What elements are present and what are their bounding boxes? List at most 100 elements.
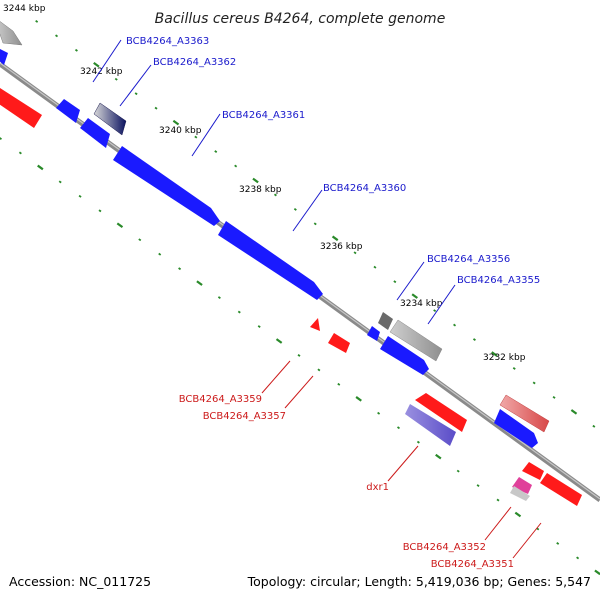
major-tick — [435, 453, 442, 460]
gene-arrow-A3356[interactable] — [389, 319, 443, 362]
gene-arrow[interactable] — [405, 404, 456, 446]
minor-tick — [154, 106, 158, 110]
major-tick — [172, 119, 180, 126]
minor-tick — [353, 251, 357, 255]
gene-arrow-A3362[interactable] — [93, 102, 127, 136]
gene-arrow[interactable] — [494, 409, 538, 448]
gene-labels: BCB4264_A3363 BCB4264_A3362 BCB4264_A336… — [126, 36, 540, 570]
minor-tick — [134, 92, 138, 96]
minor-tick — [234, 164, 238, 168]
minor-tick — [178, 267, 182, 271]
minor-tick — [592, 424, 596, 428]
gene-arrow[interactable] — [367, 326, 380, 341]
gene-arrow-A3361[interactable] — [113, 146, 220, 226]
major-tick — [411, 293, 418, 299]
minor-tick — [313, 222, 317, 226]
minor-tick — [217, 296, 221, 300]
minor-tick — [257, 325, 261, 328]
label-leader-lines — [92, 39, 542, 559]
minor-tick — [194, 135, 198, 139]
upper-tick-track — [35, 19, 596, 428]
minor-tick — [496, 498, 500, 502]
minor-tick — [237, 310, 241, 314]
major-tick — [570, 409, 578, 415]
gene-arrow[interactable] — [80, 118, 110, 148]
minor-tick — [373, 265, 377, 269]
tick-label-3244: 3244 kbp — [3, 4, 46, 14]
lower-tick-track — [0, 137, 600, 576]
gene-label-dxr1[interactable]: dxr1 — [366, 482, 389, 493]
major-tick — [491, 351, 498, 357]
gene-arrow-dxr1[interactable] — [415, 393, 467, 432]
gene-arrow[interactable] — [522, 462, 544, 480]
gene-arrow-A3359[interactable] — [310, 318, 320, 331]
minor-tick — [55, 34, 59, 38]
minor-tick — [18, 151, 22, 155]
gene-label-A3357[interactable]: BCB4264_A3357 — [203, 411, 286, 422]
gene-label-A3356[interactable]: BCB4264_A3356 — [427, 254, 510, 265]
minor-tick — [377, 411, 381, 415]
gene-arrow-A3360[interactable] — [218, 221, 323, 300]
gene-arrow[interactable] — [510, 486, 530, 501]
gene-label-A3352[interactable]: BCB4264_A3352 — [403, 542, 486, 553]
reverse-genes — [0, 88, 582, 506]
gene-arrow[interactable] — [378, 312, 393, 330]
minor-tick — [396, 426, 400, 430]
minor-tick — [476, 484, 480, 488]
gene-arrow-A3357[interactable] — [328, 333, 350, 353]
major-tick — [196, 280, 203, 286]
minor-tick — [158, 252, 162, 256]
minor-tick — [138, 238, 142, 242]
gene-label-A3362[interactable]: BCB4264_A3362 — [153, 57, 236, 68]
minor-tick — [114, 77, 118, 81]
minor-tick — [576, 556, 580, 560]
minor-tick — [35, 19, 39, 23]
minor-tick — [556, 541, 560, 545]
gene-label-A3361[interactable]: BCB4264_A3361 — [222, 110, 305, 121]
gene-label-A3363[interactable]: BCB4264_A3363 — [126, 36, 209, 47]
minor-tick — [393, 280, 397, 284]
gene-arrow[interactable] — [0, 88, 42, 128]
major-tick — [275, 338, 283, 344]
gene-label-A3360[interactable]: BCB4264_A3360 — [323, 183, 406, 194]
major-tick — [252, 177, 259, 184]
gene-arrow[interactable] — [0, 17, 23, 46]
tick-label-3240: 3240 kbp — [159, 126, 202, 136]
major-tick — [93, 62, 100, 68]
gene-arrow-A3352[interactable] — [512, 477, 532, 494]
major-tick — [116, 222, 124, 229]
gene-label-A3355[interactable]: BCB4264_A3355 — [457, 275, 540, 286]
major-tick — [355, 396, 362, 402]
minor-tick — [337, 382, 341, 386]
minor-tick — [416, 440, 420, 444]
minor-tick — [297, 354, 301, 357]
minor-tick — [456, 469, 460, 473]
gene-arrow[interactable] — [0, 49, 8, 65]
minor-tick — [453, 323, 457, 327]
tick-label-3242: 3242 kbp — [80, 67, 123, 77]
gene-arrow-A3355[interactable] — [380, 336, 429, 375]
gene-label-A3351[interactable]: BCB4264_A3351 — [431, 559, 514, 570]
minor-tick — [293, 207, 297, 211]
gene-arrow[interactable] — [56, 99, 80, 123]
minor-tick — [98, 209, 102, 213]
tick-label-3236: 3236 kbp — [320, 242, 363, 252]
minor-tick — [214, 150, 218, 153]
major-tick — [514, 511, 522, 518]
tick-label-3234: 3234 kbp — [400, 299, 443, 309]
gene-label-A3359[interactable]: BCB4264_A3359 — [179, 394, 262, 405]
minor-tick — [512, 367, 516, 370]
map-title: Bacillus cereus B4264, complete genome — [155, 11, 446, 27]
genome-summary-text: Topology: circular; Length: 5,419,036 bp… — [247, 574, 591, 589]
minor-tick — [78, 194, 82, 198]
minor-tick — [58, 180, 62, 184]
gene-arrow[interactable] — [499, 394, 550, 433]
minor-tick — [74, 48, 78, 52]
forward-genes — [0, 17, 550, 448]
gene-arrow-A3351[interactable] — [540, 473, 582, 506]
minor-tick — [532, 381, 536, 385]
minor-tick — [317, 368, 321, 372]
minor-tick — [472, 338, 476, 341]
tick-label-3232: 3232 kbp — [483, 353, 526, 363]
